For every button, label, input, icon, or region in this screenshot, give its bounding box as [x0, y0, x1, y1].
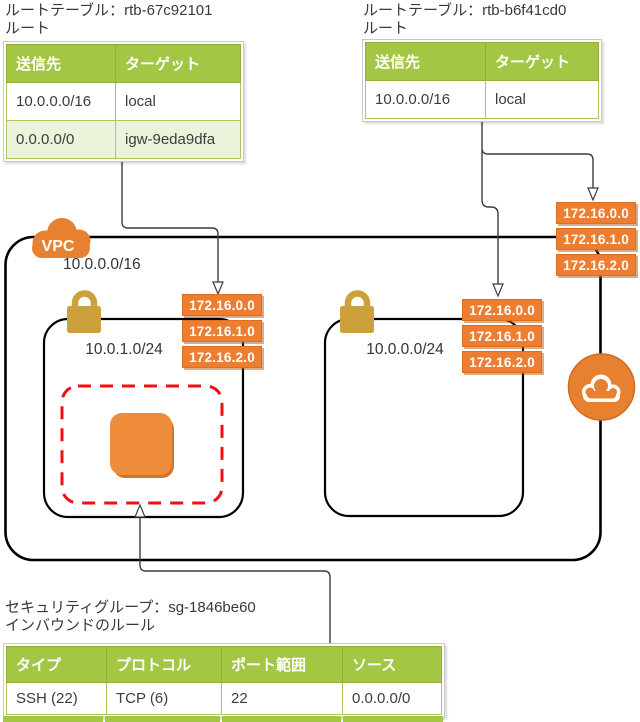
cell-destination: 0.0.0.0/0 — [6, 120, 116, 159]
security-group-subtitle: インバウンドのルール — [5, 617, 156, 634]
internet-gateway-icon — [567, 353, 636, 421]
partial-cell — [222, 716, 341, 722]
route-table-right-subtitle: ルート — [363, 20, 409, 37]
lock-icon — [340, 290, 374, 333]
lock-icon — [67, 290, 101, 333]
cell-destination: 10.0.0.0/16 — [365, 80, 486, 119]
table-header-row: タイプ プロトコル ポート範囲 ソース — [6, 646, 442, 683]
column-header: ポート範囲 — [221, 646, 343, 683]
column-header: ターゲット — [115, 44, 241, 83]
vpc-cloud-icon: VPC — [32, 218, 91, 258]
vpc-cidr-label: 10.0.0.0/16 — [63, 256, 141, 273]
security-group-table: タイプ プロトコル ポート範囲 ソース SSH (22) TCP (6) 22 … — [3, 643, 445, 718]
ip-label: 172.16.0.0 — [182, 294, 262, 316]
arrowhead — [587, 187, 599, 202]
ip-label: 172.16.2.0 — [462, 351, 542, 373]
ip-label: 172.16.0.0 — [462, 299, 542, 321]
partial-cell — [343, 716, 443, 722]
ip-label: 172.16.0.0 — [556, 202, 636, 224]
cell-protocol: TCP (6) — [106, 682, 222, 715]
connector-route-table-right-subnet — [481, 150, 499, 285]
cell-target: igw-9eda9dfa — [115, 120, 241, 159]
table-header-row: 送信先 ターゲット — [6, 44, 241, 83]
ip-label-stack-subnet-left: 172.16.0.0 172.16.1.0 172.16.2.0 — [182, 294, 262, 368]
column-header: 送信先 — [6, 44, 116, 83]
column-header: ターゲット — [485, 42, 599, 81]
route-table-left: 送信先 ターゲット 10.0.0.0/16 local 0.0.0.0/0 ig… — [3, 41, 244, 162]
security-group-title: セキュリティグループ：sg-1846be60 — [5, 599, 256, 616]
cell-destination: 10.0.0.0/16 — [6, 82, 116, 121]
ip-label: 172.16.1.0 — [182, 320, 262, 342]
cell-type: SSH (22) — [6, 682, 107, 715]
partial-cell — [105, 716, 220, 722]
cell-source: 0.0.0.0/0 — [342, 682, 442, 715]
subnet-left-cidr-label: 10.0.1.0/24 — [85, 341, 163, 358]
ip-label: 172.16.2.0 — [182, 346, 262, 368]
cell-port-range: 22 — [221, 682, 343, 715]
table-row: 10.0.0.0/16 local — [6, 82, 241, 121]
ip-label-stack-igw: 172.16.0.0 172.16.1.0 172.16.2.0 — [556, 202, 636, 276]
table-row: 0.0.0.0/0 igw-9eda9dfa — [6, 120, 241, 159]
vpc-cloud-label: VPC — [42, 238, 75, 255]
ip-label-stack-subnet-right: 172.16.0.0 172.16.1.0 172.16.2.0 — [462, 299, 542, 373]
column-header: プロトコル — [106, 646, 222, 683]
route-table-right-title: ルートテーブル：rtb-b6f41cd0 — [363, 2, 567, 19]
arrowhead — [492, 283, 504, 298]
ip-label: 172.16.1.0 — [462, 325, 542, 347]
subnet-right-cidr-label: 10.0.0.0/24 — [366, 341, 444, 358]
ip-label: 172.16.1.0 — [556, 228, 636, 250]
table-row: 10.0.0.0/16 local — [365, 80, 599, 119]
connector-route-table-right-igw — [481, 118, 594, 189]
arrowhead — [134, 503, 146, 518]
column-header: ソース — [342, 646, 442, 683]
column-header: 送信先 — [365, 42, 486, 81]
security-group-table-partial-row — [3, 716, 443, 722]
partial-cell — [3, 716, 103, 722]
table-row: SSH (22) TCP (6) 22 0.0.0.0/0 — [6, 682, 442, 715]
instance-icon — [110, 413, 174, 478]
ip-label: 172.16.2.0 — [556, 254, 636, 276]
arrowhead — [212, 281, 224, 296]
route-table-left-subtitle: ルート — [5, 20, 51, 37]
cell-target: local — [485, 80, 599, 119]
route-table-right: 送信先 ターゲット 10.0.0.0/16 local — [362, 39, 602, 122]
column-header: タイプ — [6, 646, 107, 683]
connector-security-group — [139, 517, 331, 643]
subnet-right-boundary — [323, 317, 525, 518]
route-table-left-title: ルートテーブル：rtb-67c92101 — [5, 2, 213, 19]
connector-route-table-left — [121, 157, 219, 283]
table-header-row: 送信先 ターゲット — [365, 42, 599, 81]
cell-target: local — [115, 82, 241, 121]
